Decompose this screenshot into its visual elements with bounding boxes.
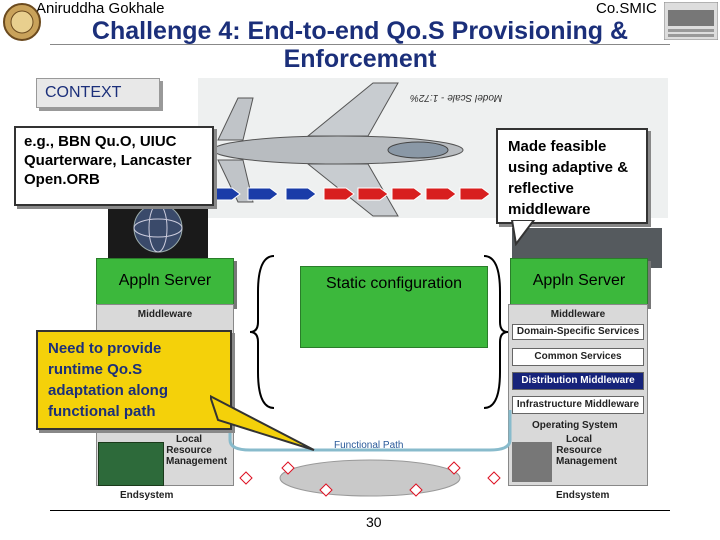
- left-middleware-label: Middleware: [137, 309, 193, 320]
- app-server-left-label: Appln Server: [118, 272, 212, 289]
- left-board-image: [98, 442, 164, 486]
- feasible-callout-pointer: [508, 219, 548, 251]
- right-os-label: Operating System: [532, 420, 618, 431]
- need-callout-pointer: [208, 388, 320, 459]
- feasible-callout-text: Made feasible using adaptive & reflectiv…: [508, 138, 629, 218]
- infrastructure-middleware-layer: Infrastructure Middleware: [512, 396, 644, 414]
- org-name: Co.SMIC: [596, 0, 657, 17]
- context-label: CONTEXT: [45, 84, 122, 101]
- feasible-callout: Made feasible using adaptive & reflectiv…: [496, 128, 648, 224]
- arrow-chain-graphic: [209, 187, 491, 201]
- app-server-right-box: Appln Server: [510, 258, 648, 306]
- slide-title: Challenge 4: End-to-end Qo.S Provisionin…: [30, 17, 690, 73]
- left-local-resource: Local Resource Management: [166, 434, 228, 467]
- right-local-resource: Local Resource Management: [556, 434, 618, 467]
- context-box: CONTEXT: [36, 78, 160, 108]
- app-server-left-box: Appln Server: [96, 258, 234, 306]
- need-adaptation-text: Need to provide runtime Qo.S adaptation …: [48, 340, 168, 420]
- right-brace: [480, 252, 510, 417]
- title-underline: [50, 44, 670, 45]
- functional-arrows: [208, 184, 498, 204]
- right-middleware-label: Middleware: [550, 309, 606, 320]
- footer-line: [50, 510, 670, 511]
- isis-logo: [663, 1, 719, 41]
- domain-services-layer: Domain-Specific Services: [512, 324, 644, 340]
- slide-title-text: Challenge 4: End-to-end Qo.S Provisionin…: [91, 17, 629, 73]
- distribution-middleware-layer: Distribution Middleware: [512, 372, 644, 390]
- common-services-layer: Common Services: [512, 348, 644, 366]
- university-seal-logo: [2, 2, 42, 42]
- app-server-right-label: Appln Server: [532, 272, 626, 289]
- left-endsystem-label: Endsystem: [120, 490, 174, 501]
- author-name: Aniruddha Gokhale: [36, 0, 165, 17]
- left-brace: [248, 252, 278, 417]
- right-endsystem-label: Endsystem: [556, 490, 610, 501]
- functional-path-label: Functional Path: [334, 440, 404, 451]
- model-scale-text: Model Scale - 1:72%: [410, 92, 503, 103]
- middleware-globe-image: [108, 196, 208, 260]
- static-config-text: Static configuration: [325, 275, 463, 292]
- right-board-image: [512, 442, 552, 482]
- examples-callout: e.g., BBN Qu.O, UIUC Quarterware, Lancas…: [14, 126, 214, 206]
- examples-callout-text: e.g., BBN Qu.O, UIUC Quarterware, Lancas…: [24, 133, 192, 188]
- need-adaptation-callout: Need to provide runtime Qo.S adaptation …: [36, 330, 232, 430]
- static-config-box: Static configuration: [300, 266, 488, 348]
- page-number: 30: [366, 514, 382, 530]
- functional-path-graphic: Functional Path: [220, 410, 520, 510]
